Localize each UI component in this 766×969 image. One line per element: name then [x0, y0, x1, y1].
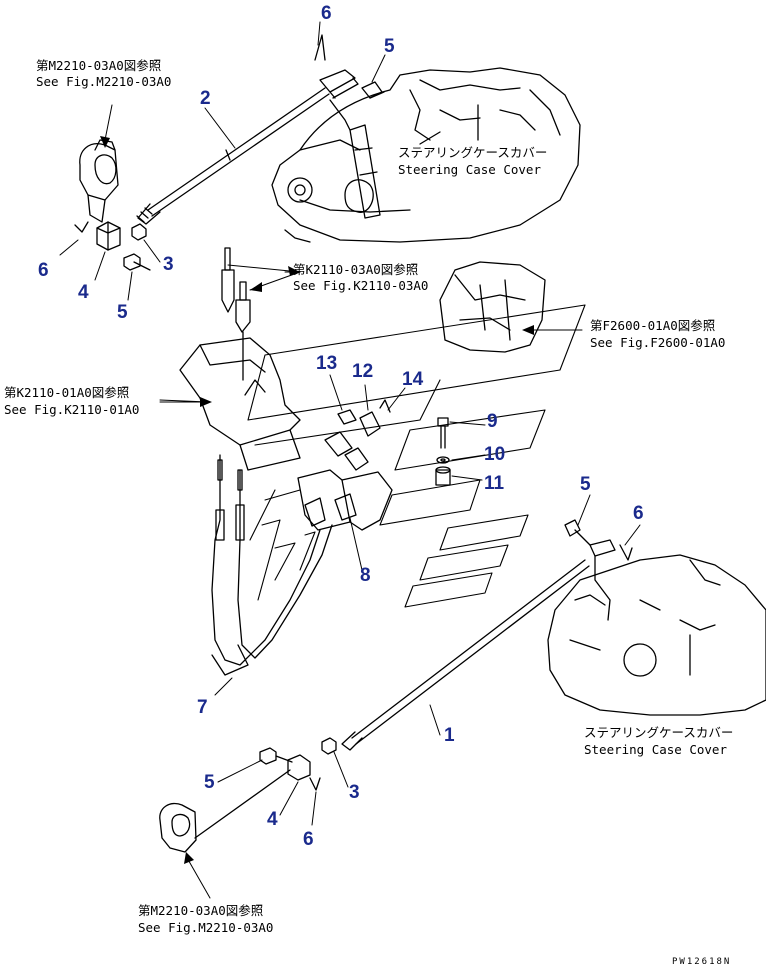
control-bracket	[297, 399, 393, 531]
lower-left-linkage	[159, 737, 337, 853]
callout-1: 1	[444, 725, 455, 746]
upper-left-linkage	[74, 139, 151, 271]
callout-4-top: 4	[78, 282, 89, 303]
callout-7: 7	[197, 697, 208, 718]
ref-steer-top-jp: ステアリングケースカバー	[398, 145, 548, 160]
callout-9: 9	[487, 411, 498, 432]
fasteners-9-11	[435, 417, 451, 486]
callout-4-bottom: 4	[267, 809, 278, 830]
floor-panel	[179, 337, 301, 471]
ref-steer-bottom-jp: ステアリングケースカバー	[584, 725, 734, 740]
steering-case-cover-lower	[547, 519, 766, 716]
steering-case-cover-upper	[271, 34, 581, 243]
transmission-part	[439, 261, 546, 353]
platform-hatch	[247, 304, 586, 608]
rod-2	[136, 87, 330, 225]
callout-3-top: 3	[163, 254, 174, 275]
ref-f2600-en: See Fig.F2600-01A0	[590, 335, 726, 350]
ref-k2110-03-jp: 第K2110-03A0図参照	[293, 262, 419, 277]
callout-5-right: 5	[580, 474, 591, 495]
callout-6-right: 6	[633, 503, 644, 524]
ref-bottom-left-en: See Fig.M2210-03A0	[138, 920, 274, 935]
callout-11: 11	[484, 473, 505, 494]
callout-14: 14	[402, 369, 424, 390]
callout-5-left: 5	[117, 302, 128, 323]
callout-2: 2	[200, 88, 211, 109]
callout-3-bottom: 3	[349, 782, 360, 803]
callout-8: 8	[360, 565, 371, 586]
cable-ends-top	[221, 247, 251, 381]
drawing-code: PW12618N	[672, 957, 732, 967]
ref-top-left-jp: 第M2210-03A0図参照	[36, 58, 162, 73]
ref-steer-bottom-en: Steering Case Cover	[584, 742, 727, 757]
ref-k2110-03-en: See Fig.K2110-03A0	[293, 278, 429, 293]
callout-6-top: 6	[321, 3, 332, 24]
callout-5-bottom: 5	[204, 772, 215, 793]
arrowheads	[100, 136, 534, 864]
ref-f2600-jp: 第F2600-01A0図参照	[590, 318, 716, 333]
callout-5-top: 5	[384, 36, 395, 57]
callout-10: 10	[484, 444, 506, 465]
cable-7	[211, 454, 333, 676]
leader-lines	[59, 21, 641, 899]
label-leaders	[159, 271, 583, 403]
callout-6-left: 6	[38, 260, 49, 281]
ref-steer-top-en: Steering Case Cover	[398, 162, 541, 177]
callout-12: 12	[352, 361, 374, 382]
ref-bottom-left-jp: 第M2210-03A0図参照	[138, 903, 264, 918]
ref-top-left-en: See Fig.M2210-03A0	[36, 74, 172, 89]
rod-1	[341, 559, 590, 751]
callout-13: 13	[316, 353, 338, 374]
callout-6-bottom: 6	[303, 829, 314, 850]
ref-k2110-01-en: See Fig.K2110-01A0	[4, 402, 140, 417]
ref-k2110-01-jp: 第K2110-01A0図参照	[4, 385, 130, 400]
